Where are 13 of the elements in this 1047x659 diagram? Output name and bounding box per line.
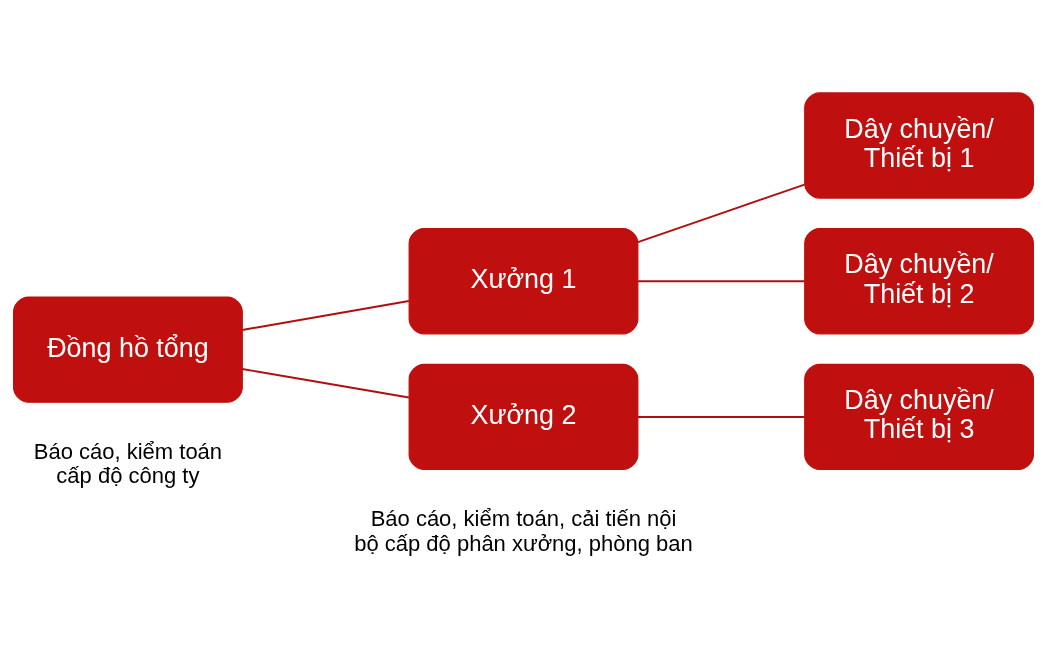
node-box: Dây chuyền/ Thiết bị 2 (804, 228, 1034, 335)
connector (636, 183, 806, 244)
label: Báo cáo, kiểm toán, cải tiến nội bộ cấp độ phân xưởng, phòng ban (354, 506, 693, 556)
connector (636, 280, 806, 283)
node-box: Dây chuyền/ Thiết bị 1 (804, 92, 1034, 199)
label: Báo cáo, kiểm toán cấp độ công ty (33, 438, 223, 489)
node-box: Xưởng 1 (408, 228, 639, 335)
connector (241, 299, 410, 331)
node-box: Đồng hồ tổng (13, 296, 243, 403)
connector (241, 368, 410, 399)
connector (636, 415, 806, 418)
node-box: Dây chuyền/ Thiết bị 3 (804, 363, 1034, 471)
node-box: Xưởng 2 (408, 363, 639, 471)
